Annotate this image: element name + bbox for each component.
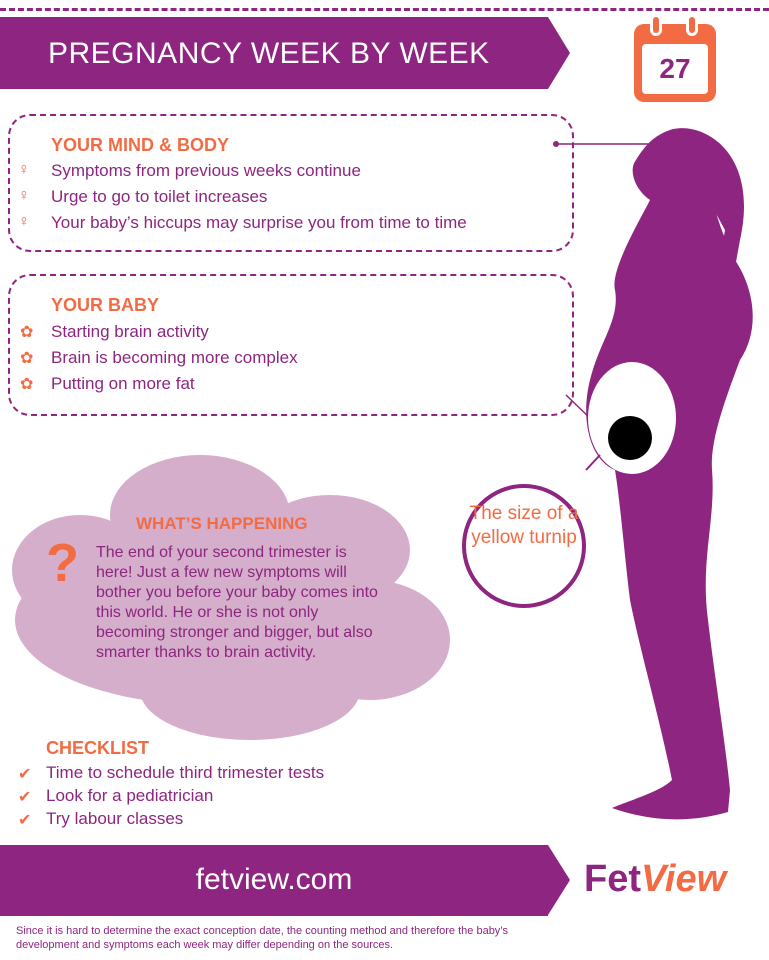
baby-box	[8, 274, 574, 416]
checkmark-icon: ✔	[18, 766, 32, 783]
mind-body-box	[8, 114, 574, 252]
baby-heading: YOUR BABY	[51, 295, 160, 315]
list-item: Brain is becoming more complex	[51, 348, 298, 367]
footer-banner: fetview.com	[0, 845, 570, 916]
logo-part-view: View	[641, 858, 727, 900]
list-item: Symptoms from previous weeks continue	[51, 161, 361, 180]
size-comparison-circle: The size of a yellow turnip	[462, 484, 586, 608]
list-item: Starting brain activity	[51, 322, 209, 341]
checkmark-icon: ✔	[18, 812, 32, 829]
pacifier-icon: ✿	[20, 324, 34, 341]
happening-heading: WHAT’S HAPPENING	[136, 514, 308, 533]
checklist-item: Look for a pediatrician	[46, 786, 214, 805]
size-text: The size of a yellow turnip	[469, 503, 579, 548]
cloud-shape	[12, 455, 450, 740]
female-symbol-icon: ♀	[18, 213, 30, 230]
top-dashed-line	[0, 8, 769, 11]
female-symbol-icon: ♀	[18, 161, 30, 178]
list-item: Your baby’s hiccups may surprise you fro…	[51, 213, 467, 232]
website-link[interactable]: fetview.com	[195, 863, 353, 896]
checklist-item: Time to schedule third trimester tests	[46, 763, 325, 782]
calendar-icon: 27	[634, 14, 716, 102]
female-symbol-icon: ♀	[18, 187, 30, 204]
list-item: Urge to go to toilet increases	[51, 187, 268, 206]
checklist-item: Try labour classes	[46, 809, 184, 828]
logo-part-fet: Fet	[584, 858, 641, 900]
mind-body-heading: YOUR MIND & BODY	[51, 135, 230, 155]
pacifier-icon: ✿	[20, 376, 34, 393]
checkmark-icon: ✔	[18, 789, 32, 806]
happening-text: The end of your second trimester is here…	[96, 544, 378, 661]
fetview-logo: FetView	[584, 858, 726, 901]
list-item: Putting on more fat	[51, 374, 195, 393]
week-number: 27	[642, 44, 708, 94]
page-title: PREGNANCY WEEK BY WEEK	[48, 37, 490, 70]
disclaimer: Since it is hard to determine the exact …	[16, 925, 509, 951]
title-banner: PREGNANCY WEEK BY WEEK	[0, 17, 570, 89]
question-mark-icon: ?	[46, 533, 79, 593]
pacifier-icon: ✿	[20, 350, 34, 367]
checklist-heading: CHECKLIST	[46, 738, 149, 758]
